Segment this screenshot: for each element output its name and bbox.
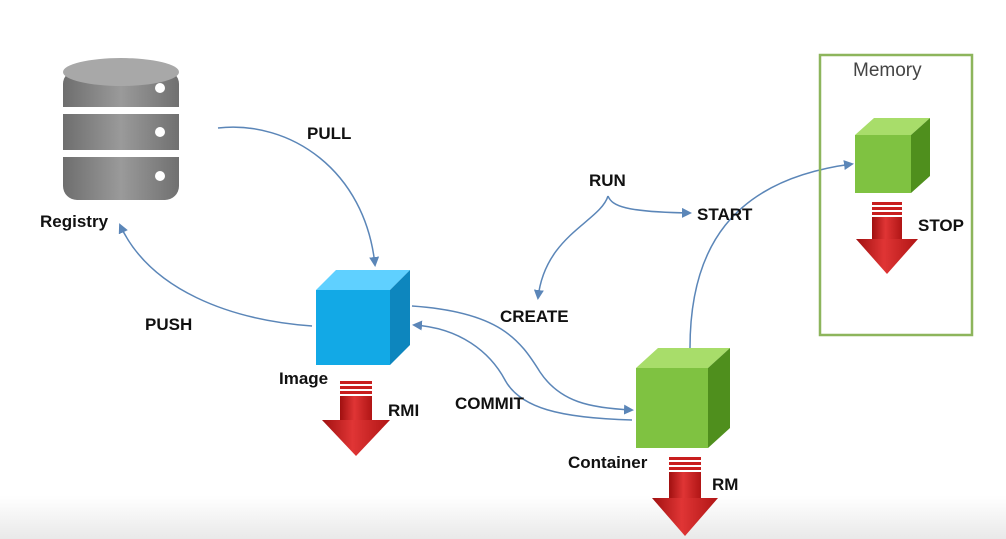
red-down-arrow-icon xyxy=(652,457,718,536)
registry-label: Registry xyxy=(40,212,109,231)
memory-box xyxy=(818,53,974,337)
red-down-arrow-icon xyxy=(856,202,918,274)
start-label: START xyxy=(697,205,753,224)
image-label: Image xyxy=(279,369,329,388)
commit-arrow xyxy=(412,320,633,421)
memory-title: Memory xyxy=(853,60,922,81)
commit-label: COMMIT xyxy=(455,394,524,413)
start-arrow xyxy=(689,160,854,349)
run-start-arrow xyxy=(607,195,692,218)
green-cube-icon xyxy=(636,348,730,448)
red-down-arrow-icon xyxy=(322,381,390,456)
pull-arrow xyxy=(217,126,380,267)
create-label: CREATE xyxy=(500,307,569,326)
create-arrow xyxy=(411,305,634,415)
run-label: RUN xyxy=(589,171,626,190)
rmi-label: RMI xyxy=(388,401,420,420)
stop-label: STOP xyxy=(918,216,964,235)
green-cube-icon xyxy=(855,118,930,193)
run-create-arrow xyxy=(533,195,609,300)
push-arrow xyxy=(118,223,313,327)
database-icon xyxy=(63,58,179,200)
container-label: Container xyxy=(568,453,648,472)
push-label: PUSH xyxy=(145,315,193,334)
rm-label: RM xyxy=(712,475,739,494)
pull-label: PULL xyxy=(307,124,352,143)
blue-cube-icon xyxy=(316,270,410,365)
